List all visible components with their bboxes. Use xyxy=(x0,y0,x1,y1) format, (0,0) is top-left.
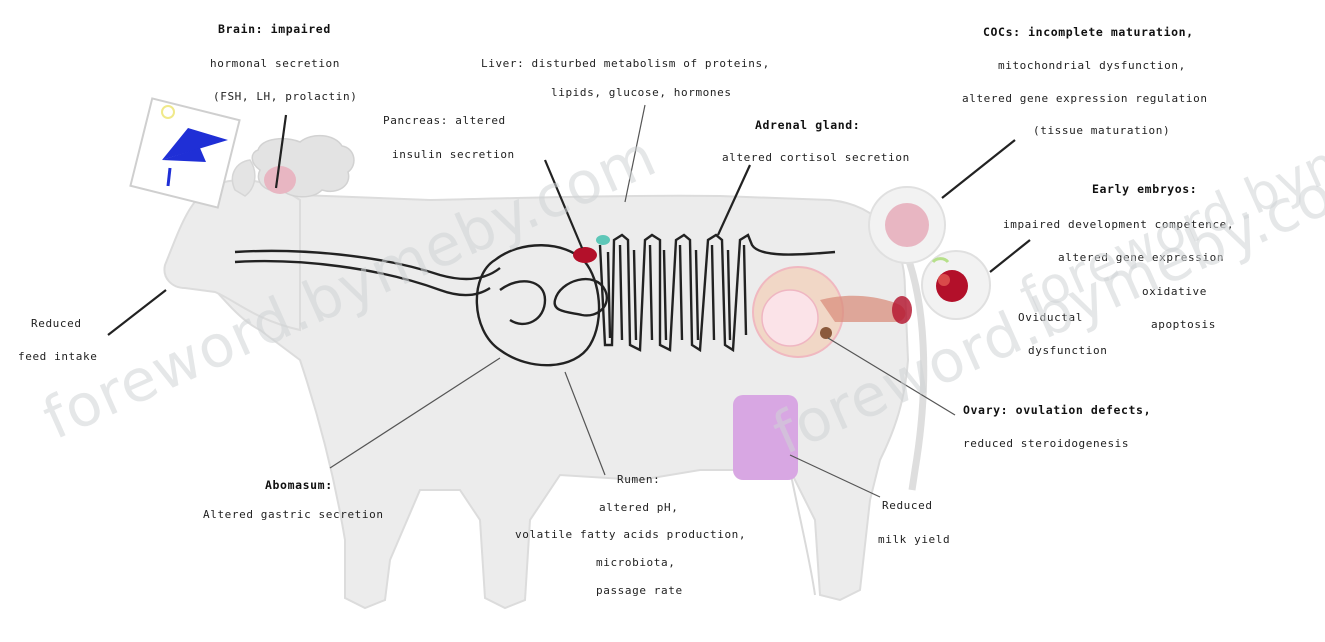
leader-feed xyxy=(108,290,166,335)
label-ovary-line2: reduced steroidogenesis xyxy=(963,437,1129,450)
label-abomasum-title: Abomasum: xyxy=(265,478,333,492)
pancreas-organ xyxy=(573,247,597,263)
corpus-luteum xyxy=(820,327,832,339)
adrenal-organ xyxy=(596,235,610,245)
label-milk-line2: milk yield xyxy=(878,533,950,546)
label-milk-line1: Reduced xyxy=(882,499,933,512)
label-rumen-line1: Rumen: xyxy=(617,473,660,486)
label-feed-line1: Reduced xyxy=(31,317,82,330)
label-cocs-line3: altered gene expression regulation xyxy=(962,92,1208,105)
label-feed-line2: feed intake xyxy=(18,350,97,363)
label-rumen-line3: volatile fatty acids production, xyxy=(515,528,746,541)
leader-cocs xyxy=(942,140,1015,198)
label-cocs-line1: COCs: incomplete maturation, xyxy=(983,25,1194,39)
label-adrenal-title: Adrenal gland: xyxy=(755,118,860,132)
label-cocs-line2: mitochondrial dysfunction, xyxy=(998,59,1186,72)
label-brain-line2: hormonal secretion xyxy=(210,57,340,70)
label-brain-line3: (FSH, LH, prolactin) xyxy=(213,90,357,103)
label-ovary-line1: Ovary: ovulation defects, xyxy=(963,403,1151,417)
label-brain-title: Brain: impaired xyxy=(218,22,331,36)
coc-cell xyxy=(869,187,945,263)
label-pancreas-line2: insulin secretion xyxy=(392,148,515,161)
label-rumen-line4: microbiota, xyxy=(596,556,675,569)
label-embryo-title: Early embryos: xyxy=(1092,182,1197,196)
label-embryo-line5: apoptosis xyxy=(1151,318,1216,331)
label-abomasum-line2: Altered gastric secretion xyxy=(203,508,384,521)
label-cocs-line4: (tissue maturation) xyxy=(1033,124,1170,137)
label-rumen-line2: altered pH, xyxy=(599,501,678,514)
label-adrenal-line2: altered cortisol secretion xyxy=(722,151,910,164)
label-liver-line1: Liver: disturbed metabolism of proteins, xyxy=(481,57,770,70)
brain-icon xyxy=(252,136,354,197)
label-liver-line2: lipids, glucose, hormones xyxy=(551,86,732,99)
label-pancreas-line1: Pancreas: altered xyxy=(383,114,506,127)
label-rumen-line5: passage rate xyxy=(596,584,683,597)
uterus-red xyxy=(892,296,912,324)
follicle xyxy=(762,290,818,346)
